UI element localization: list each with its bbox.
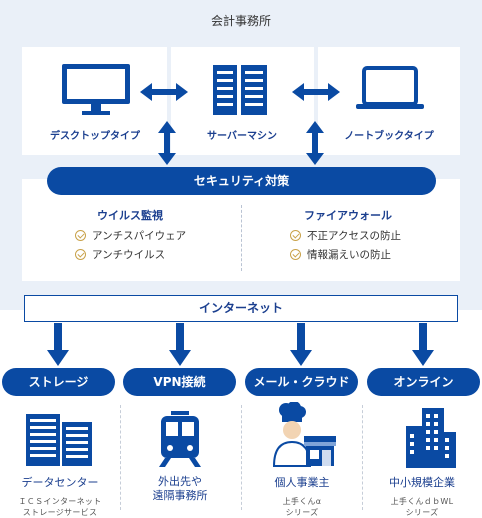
sme-sub-1: 上手くんｄｂWL: [390, 497, 454, 506]
server-rack-icon: [213, 65, 267, 115]
desktop-security-arrow: [158, 121, 176, 165]
list-item: 情報漏えいの防止: [290, 246, 391, 263]
column-divider: [362, 405, 363, 510]
security-title: セキュリティ対策: [47, 167, 436, 195]
data-center-icon: [26, 414, 92, 466]
column-divider: [241, 405, 242, 510]
online-pill: オンライン: [367, 368, 480, 396]
security-divider: [241, 205, 242, 271]
list-item: アンチウイルス: [75, 246, 165, 263]
virus-monitoring-heading: ウイルス監視: [97, 209, 163, 222]
sole-proprietor-sub-2: シリーズ: [285, 508, 319, 517]
desktop-server-arrow: [140, 83, 188, 101]
mail-cloud-pill: メール・クラウド: [245, 368, 358, 396]
list-item: アンチスパイウェア: [75, 227, 186, 244]
desktop-monitor-icon: [62, 64, 130, 115]
chef-shop-icon: [272, 402, 336, 467]
mail-cloud-down-arrow: [290, 323, 312, 366]
list-item-label: 情報漏えいの防止: [307, 249, 391, 261]
laptop-card: [318, 47, 460, 155]
sole-proprietor-name: 個人事業主: [274, 476, 330, 489]
data-center-sub-1: ＩＣＳインターネット: [18, 497, 102, 506]
desktop-label: デスクトップタイプ: [50, 131, 140, 142]
firewall-heading: ファイアウォール: [304, 209, 392, 222]
check-icon: [75, 230, 86, 241]
vpn-name-2: 遠隔事務所: [152, 489, 208, 502]
storage-pill: ストレージ: [2, 368, 115, 396]
sole-proprietor-sub-1: 上手くんα: [282, 497, 322, 506]
laptop-label: ノートブックタイプ: [344, 131, 434, 142]
server-label: サーバーマシン: [207, 131, 277, 142]
list-item-label: アンチスパイウェア: [92, 230, 187, 242]
data-center-name: データセンター: [21, 476, 99, 489]
laptop-icon: [356, 66, 424, 109]
check-icon: [290, 230, 301, 241]
online-down-arrow: [412, 323, 434, 366]
list-item-label: 不正アクセスの防止: [307, 230, 401, 242]
list-item-label: アンチウイルス: [92, 249, 166, 261]
server-laptop-arrow: [292, 83, 340, 101]
data-center-sub-2: ストレージサービス: [22, 508, 98, 517]
check-icon: [75, 249, 86, 260]
office-title: 会計事務所: [210, 14, 271, 28]
sme-sub-2: シリーズ: [405, 508, 439, 517]
laptop-security-arrow: [306, 121, 324, 165]
vpn-pill: VPN接続: [123, 368, 236, 396]
train-icon: [159, 411, 201, 467]
office-buildings-icon: [406, 408, 456, 468]
sme-name: 中小規模企業: [389, 476, 455, 489]
vpn-name-1: 外出先や: [158, 475, 202, 488]
check-icon: [290, 249, 301, 260]
internet-bar: インターネット: [24, 295, 458, 322]
vpn-down-arrow: [169, 323, 191, 366]
column-divider: [120, 405, 121, 510]
storage-down-arrow: [47, 323, 69, 366]
list-item: 不正アクセスの防止: [290, 227, 401, 244]
